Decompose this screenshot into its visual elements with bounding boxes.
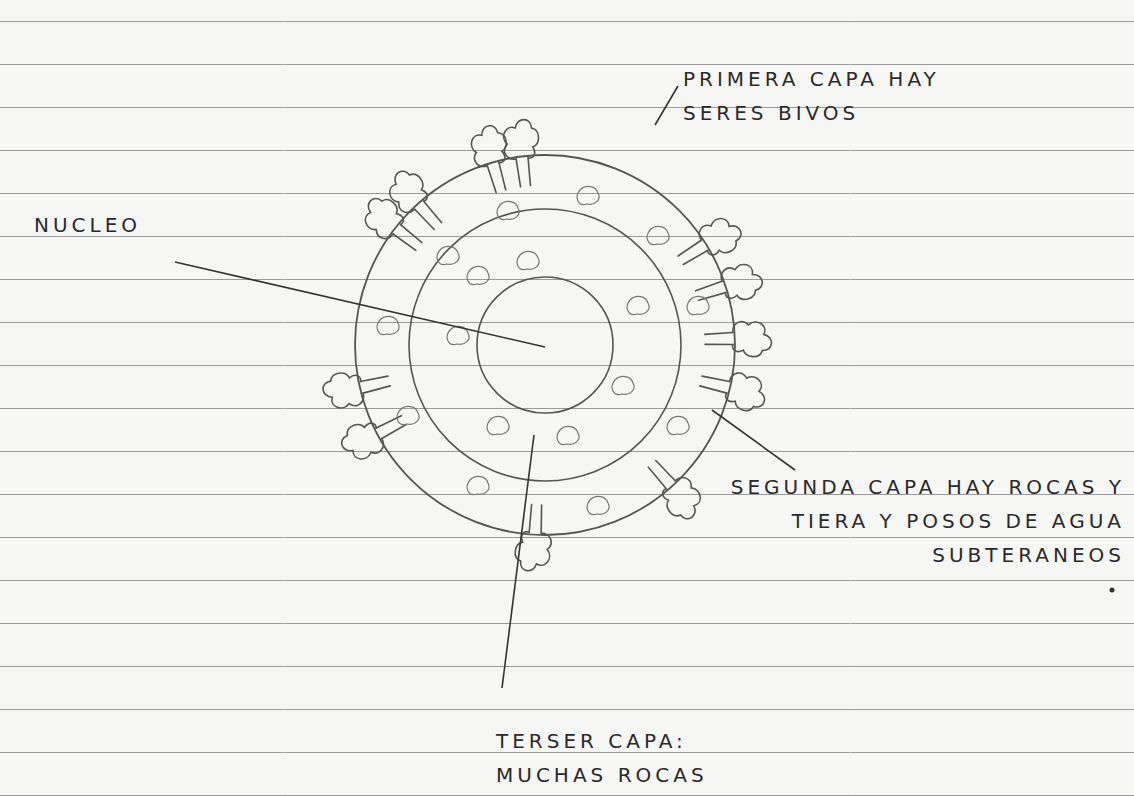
label-slot: SEGUNDA CAPA HAY ROCAS Y TIERA Y POSOS D…	[730, 470, 1125, 572]
label-slot: TERSER CAPA: MUCHAS ROCAS	[496, 724, 776, 792]
label-slot: NUCLEO	[34, 208, 194, 242]
layer-label: SEGUNDA CAPA HAY ROCAS Y TIERA Y POSOS D…	[730, 470, 1125, 572]
layer-label: TERSER CAPA: MUCHAS ROCAS	[496, 724, 776, 792]
label-slot: PRIMERA CAPA HAY SERES BIVOS	[683, 62, 963, 130]
layer-label: PRIMERA CAPA HAY SERES BIVOS	[683, 62, 963, 130]
core-label: NUCLEO	[34, 208, 194, 242]
